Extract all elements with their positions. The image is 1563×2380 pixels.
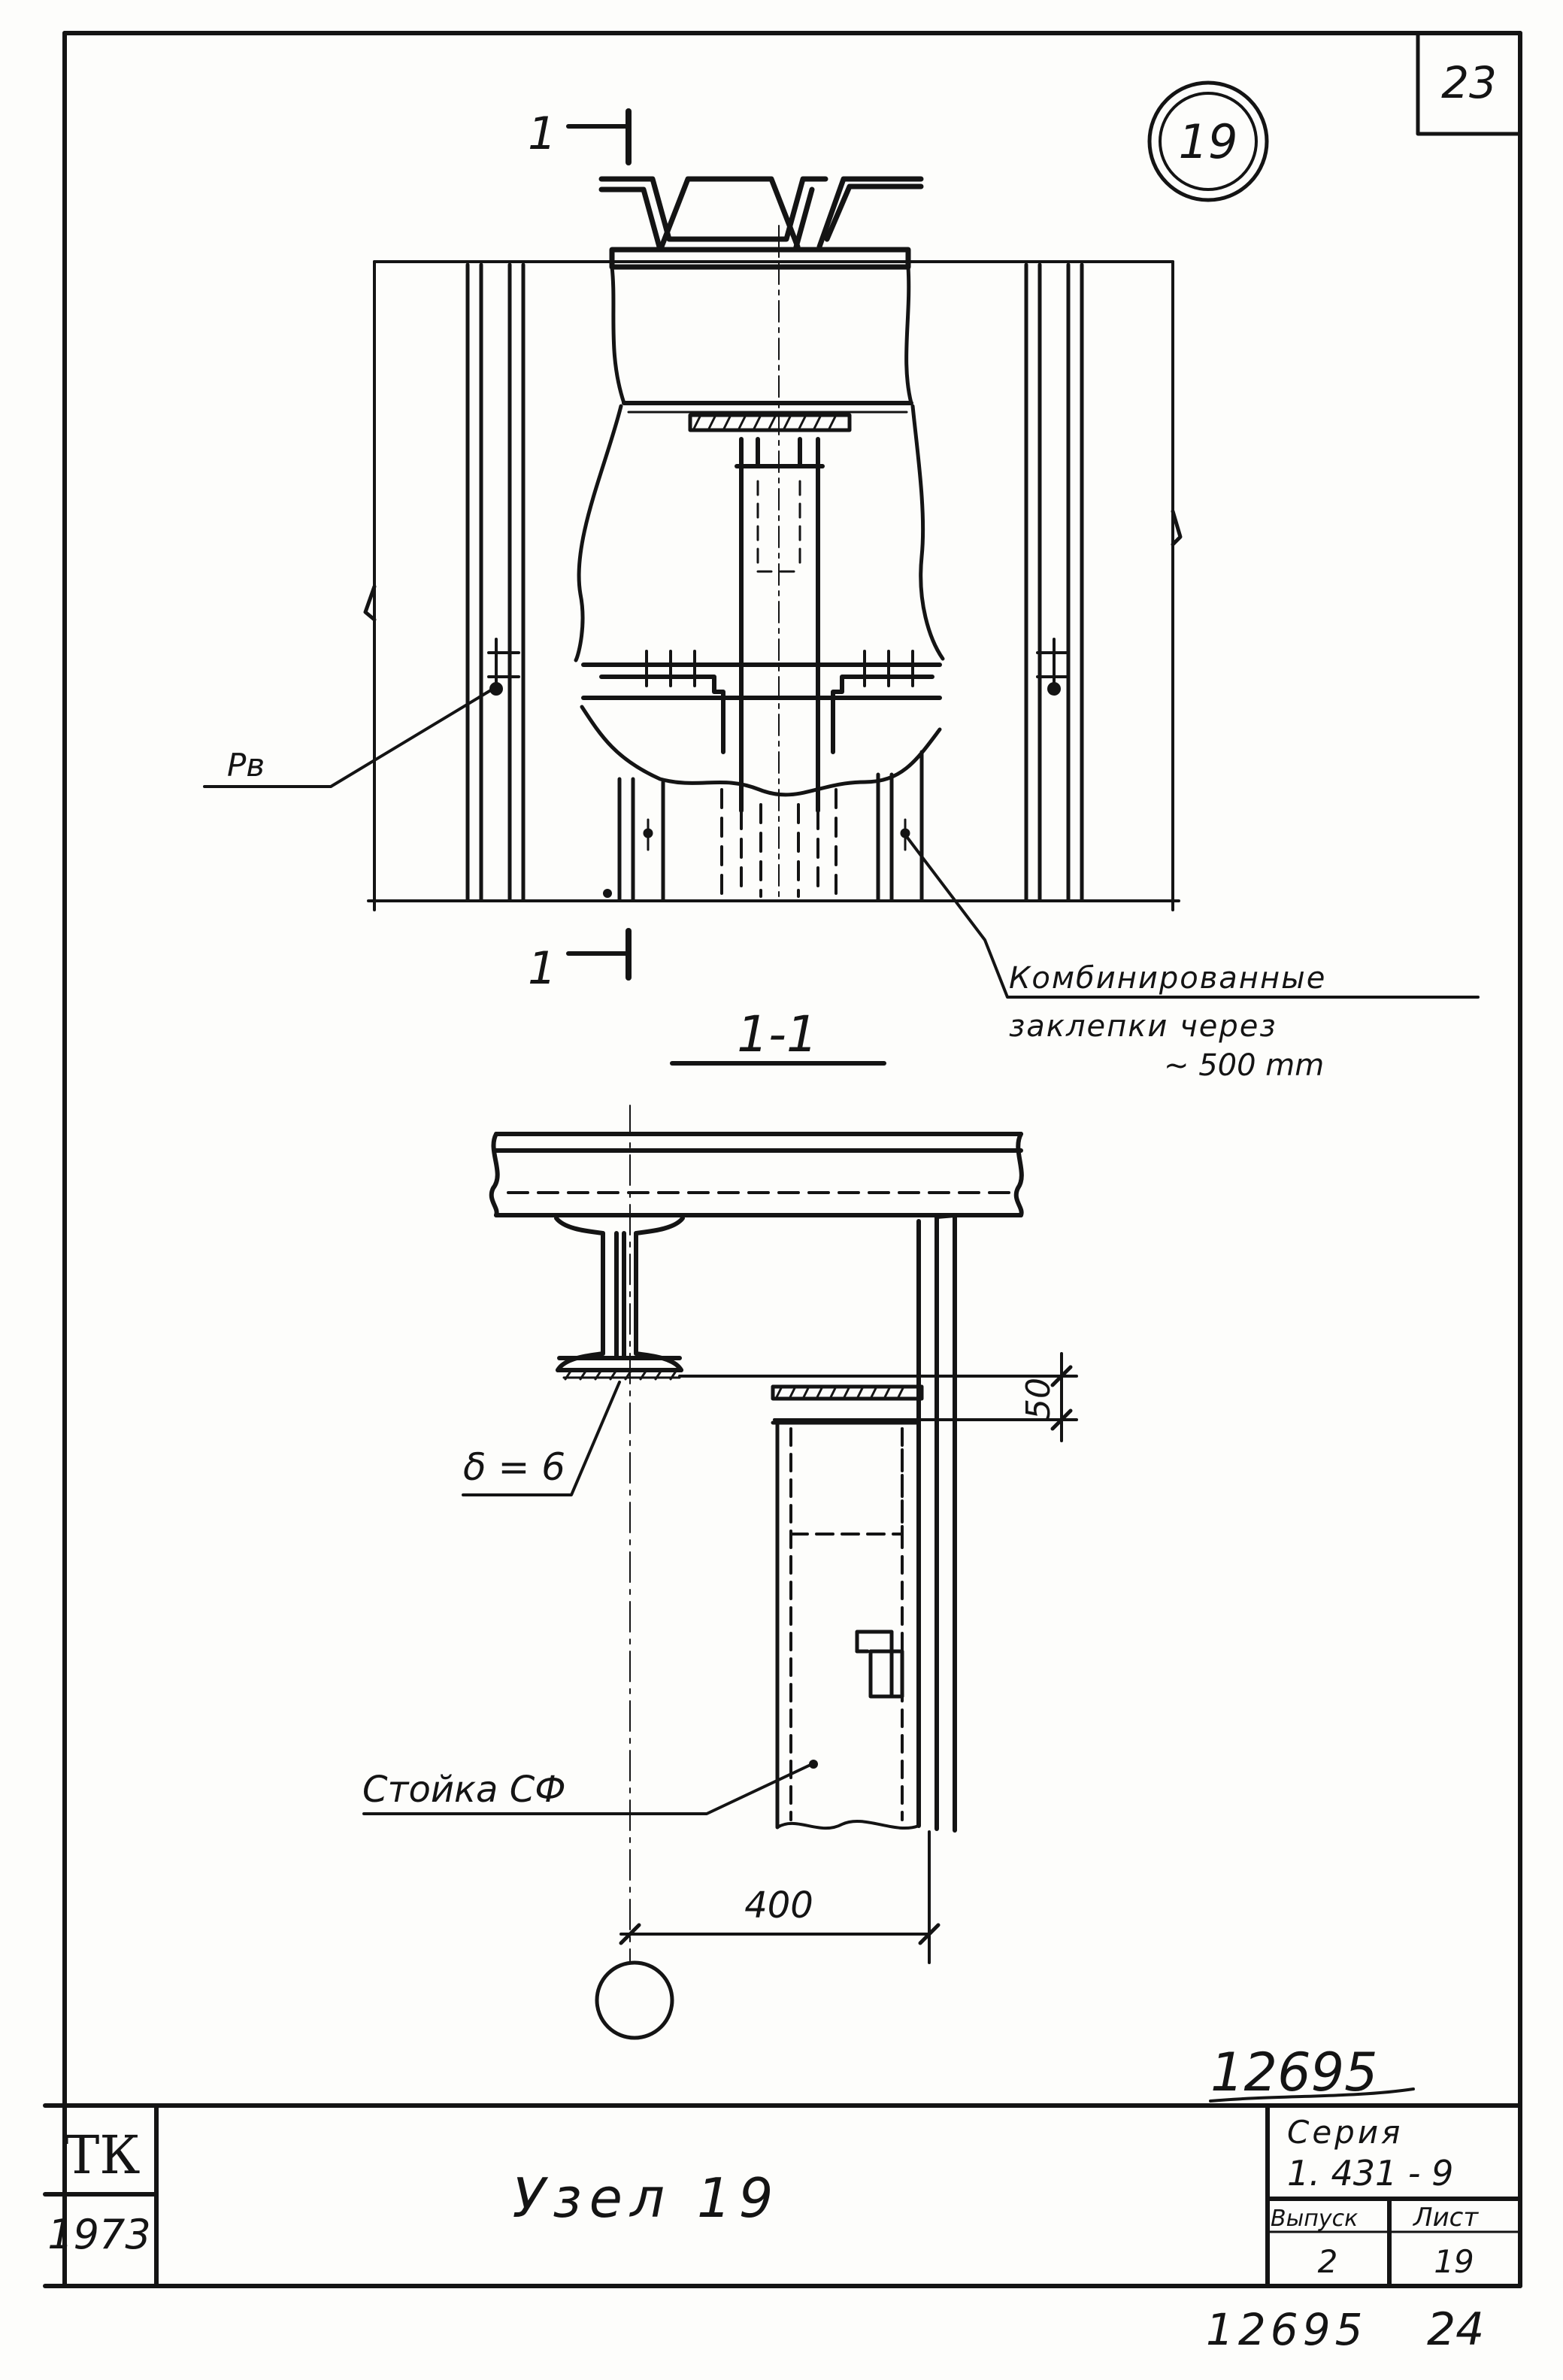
svg-text:~ 500 mm: ~ 500 mm (1164, 1048, 1324, 1083)
section-mark-top: 1 (528, 108, 632, 165)
post-label: Стойка СФ (362, 1760, 818, 1815)
title-block: ТК 1973 Узел 19 Серия 1. 431 - 9 Выпуск … (43, 2103, 1522, 2288)
svg-text:1: 1 (528, 108, 556, 160)
section-view: 1-1 (362, 1005, 1078, 2040)
svg-text:1: 1 (528, 942, 556, 995)
svg-text:Стойка СФ: Стойка СФ (362, 1769, 566, 1811)
archive-number-above: 12695 (1210, 2042, 1378, 2103)
thickness-label: δ = 6 (462, 1381, 621, 1496)
plan-view: 1 1 Pв Комбинированные заклепки через ~ … (203, 108, 1480, 1083)
series-label: Серия (1287, 2114, 1403, 2151)
archive-page: 24 (1427, 2303, 1484, 2356)
year: 1973 (47, 2211, 150, 2258)
svg-text:Pв: Pв (227, 747, 265, 784)
svg-text:50: 50 (1019, 1378, 1058, 1420)
issue-value: 2 (1318, 2243, 1338, 2280)
corner-number-box: 23 (1416, 31, 1522, 136)
sheet-frame (43, 31, 1522, 2288)
sheet-value: 19 (1434, 2243, 1474, 2280)
section-title: 1-1 (737, 1005, 818, 1063)
dimension-400: 400 (619, 1830, 941, 1964)
svg-text:δ = 6: δ = 6 (463, 1445, 565, 1489)
rivet-left (487, 638, 520, 696)
leader-rivet-note: Комбинированные заклепки через ~ 500 mm (904, 833, 1480, 1083)
axis-bubble (595, 1960, 674, 2040)
svg-text:400: 400 (744, 1884, 813, 1927)
svg-text:заклепки через: заклепки через (1009, 1009, 1277, 1044)
corner-number: 23 (1441, 57, 1497, 108)
rivet-right (1036, 638, 1069, 696)
org-code: ТК (65, 2124, 141, 2186)
sheet-label: Лист (1412, 2203, 1479, 2233)
section-mark-bottom: 1 (528, 928, 632, 995)
issue-label: Выпуск (1271, 2206, 1358, 2232)
drawing-title: Узел 19 (513, 2166, 781, 2230)
dimension-50: 50 (773, 1352, 1078, 1442)
svg-text:Комбинированные: Комбинированные (1009, 961, 1326, 996)
node-marker-number: 19 (1179, 114, 1238, 169)
leader-rv: Pв (203, 687, 495, 788)
series-value: 1. 431 - 9 (1287, 2153, 1453, 2194)
node-marker: 19 (1147, 80, 1269, 202)
archive-number-below: 12695 (1206, 2304, 1368, 2355)
